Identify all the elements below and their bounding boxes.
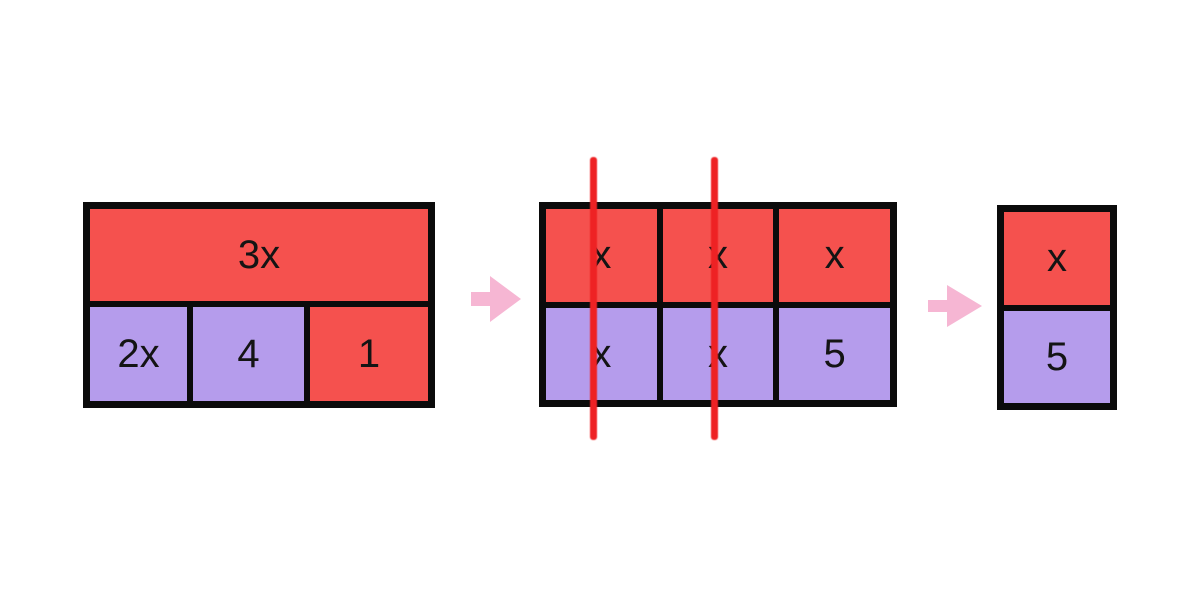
tile-5: 5 <box>779 307 890 400</box>
arrow-right-icon <box>471 276 521 322</box>
tile-2x: 2x <box>90 307 187 401</box>
tile-1: 1 <box>310 307 428 401</box>
arrow-right-icon <box>928 285 982 327</box>
tile-3x: 3x <box>90 209 428 301</box>
cancel-line-1 <box>590 157 597 440</box>
cancel-line-2 <box>711 157 718 440</box>
tile-x-bottom-1: x <box>546 307 657 400</box>
arrow-right-shape <box>471 276 521 322</box>
left-tile-model: 3x 2x 4 1 <box>83 202 435 408</box>
tile-4: 4 <box>193 307 304 401</box>
right-tile-model: x 5 <box>997 205 1117 410</box>
tile-x-top-3: x <box>779 209 890 302</box>
tile-x-top-1: x <box>546 209 657 302</box>
arrow-right-shape <box>928 285 982 327</box>
tile-x-result: x <box>1004 212 1110 305</box>
tile-5-result: 5 <box>1004 310 1110 403</box>
